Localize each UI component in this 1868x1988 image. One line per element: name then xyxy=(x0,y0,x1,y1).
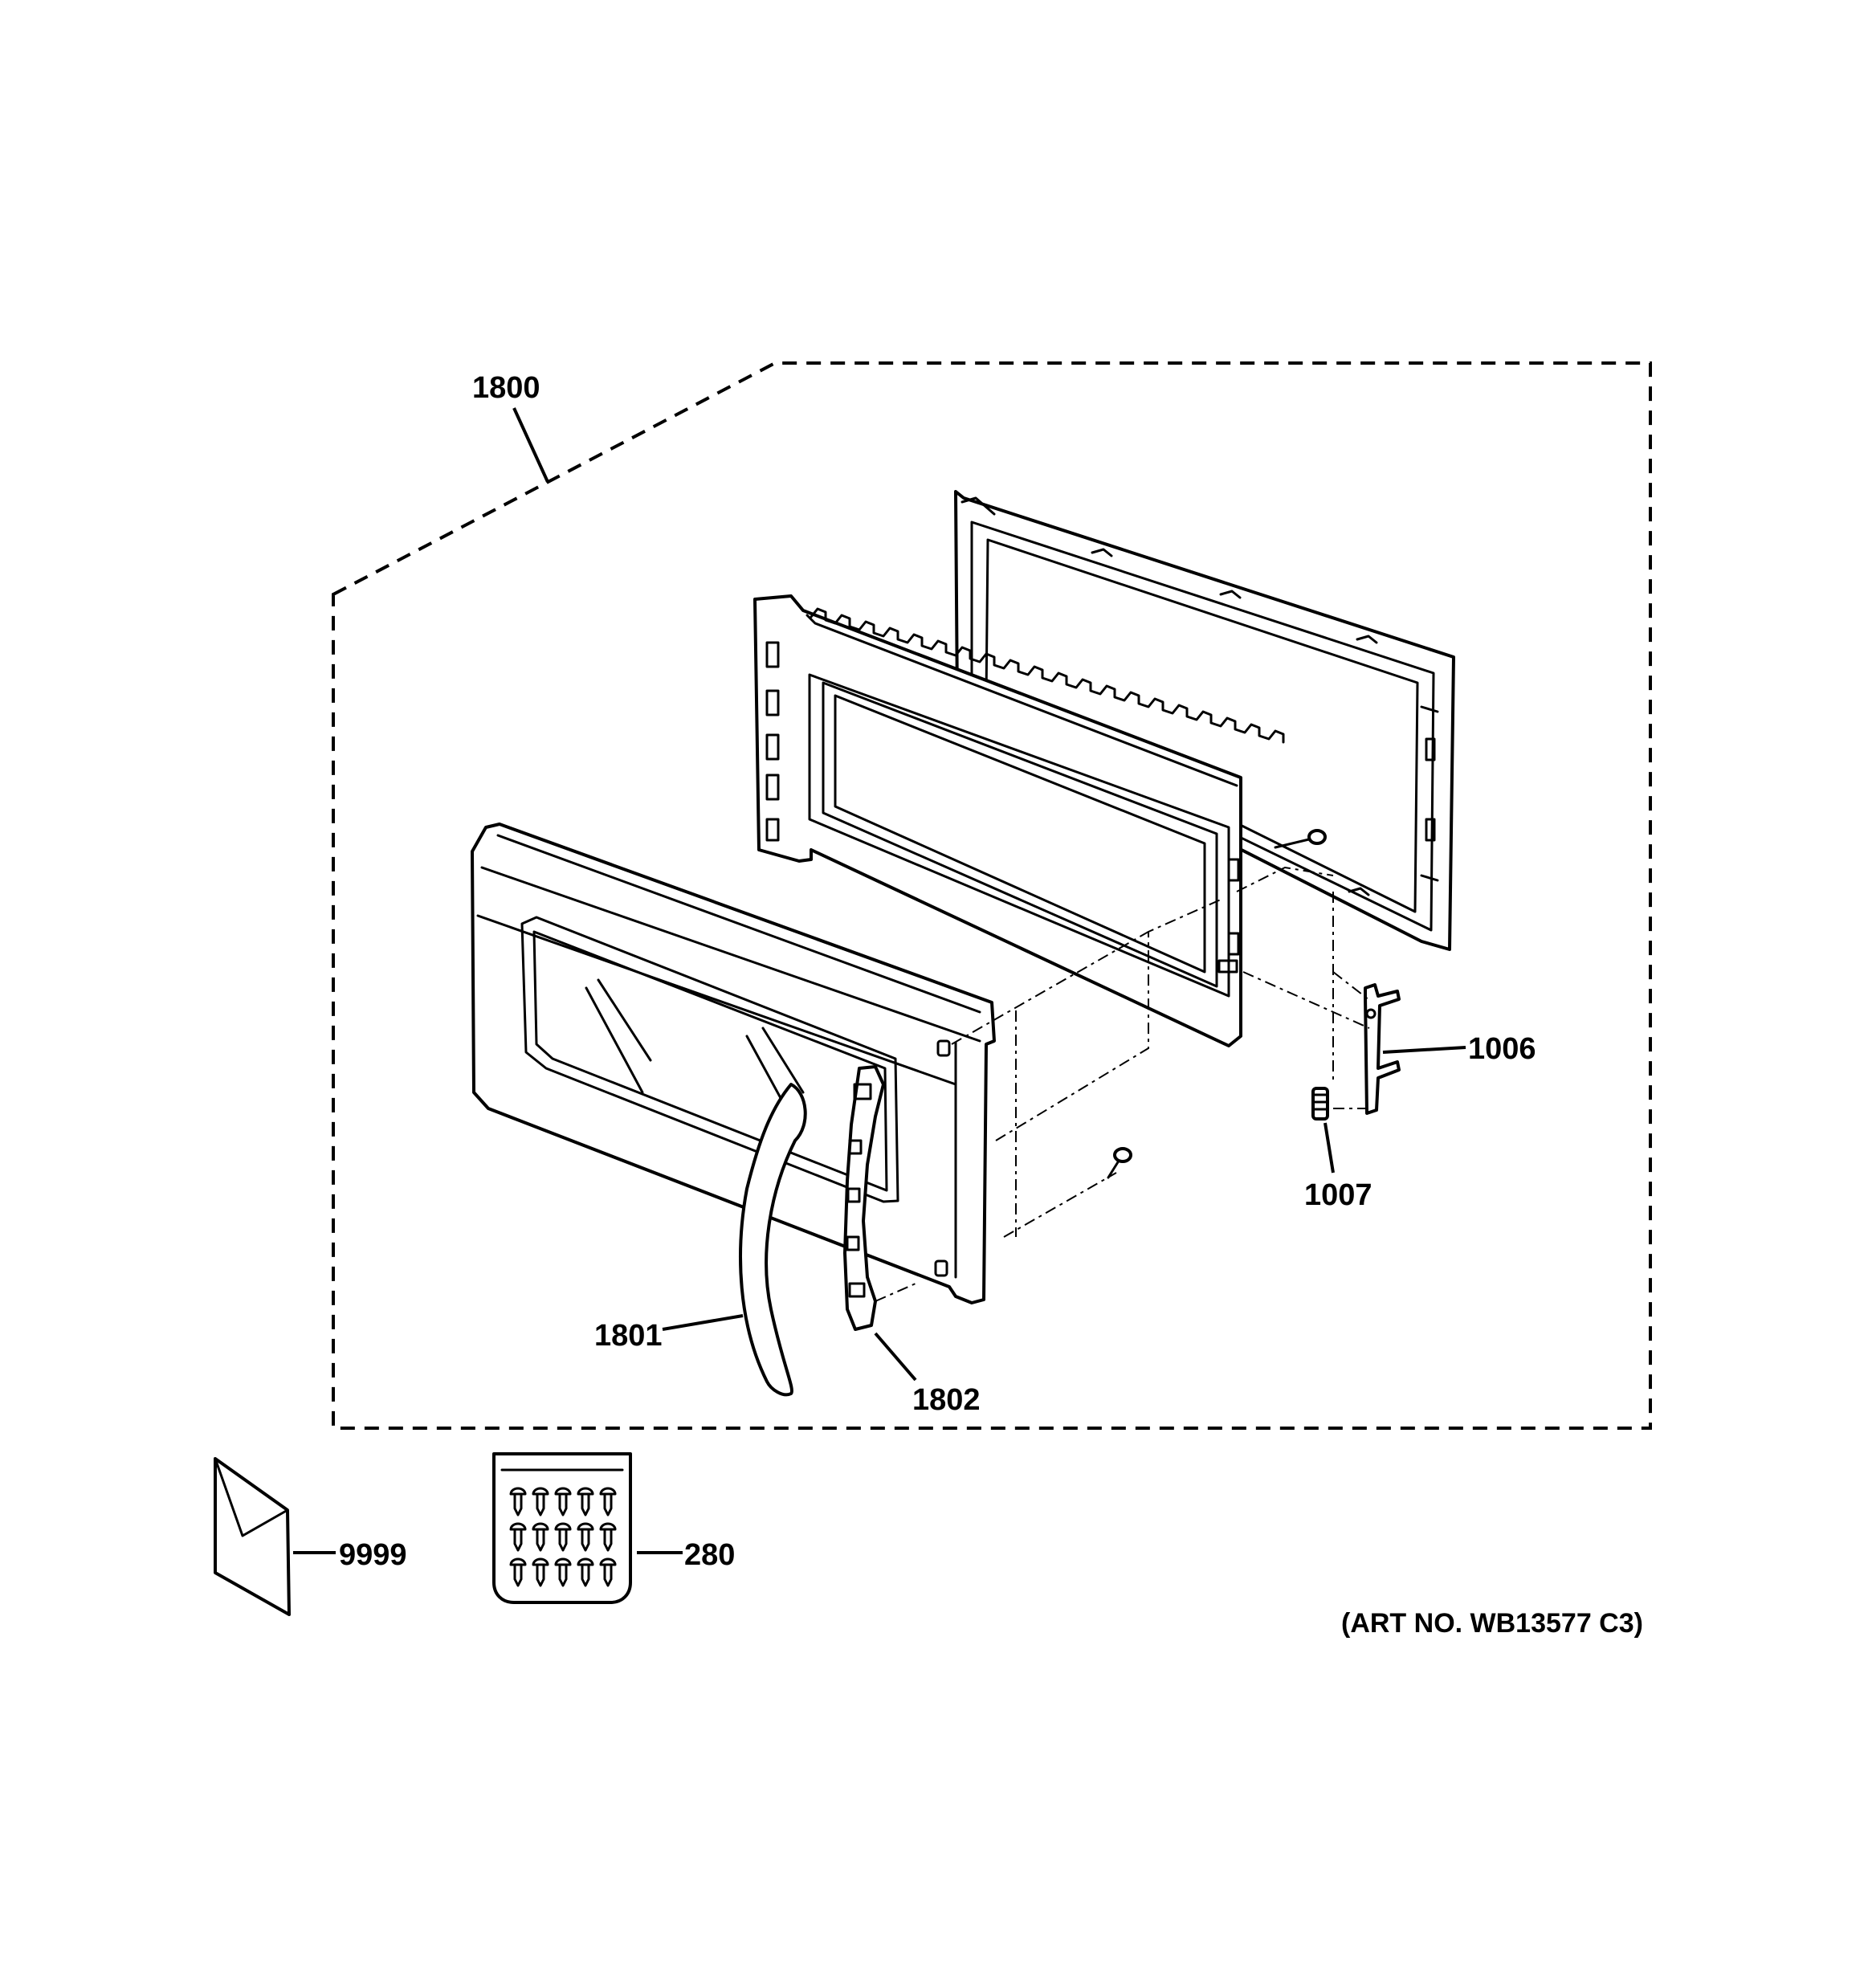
screw-icon xyxy=(599,1487,617,1517)
label-280: 280 xyxy=(684,1538,735,1572)
screw-icon xyxy=(577,1522,594,1552)
screw-icon xyxy=(554,1487,572,1517)
screw-icon xyxy=(599,1557,617,1587)
leader-1801 xyxy=(662,1314,744,1331)
screw-icon xyxy=(577,1557,594,1587)
mounting-screw-top xyxy=(1274,829,1327,849)
leader-1800 xyxy=(512,407,549,483)
label-1801: 1801 xyxy=(594,1319,663,1353)
mounting-screw-bottom xyxy=(1107,1147,1132,1179)
screw-kit-bag xyxy=(492,1452,632,1604)
door-handle xyxy=(739,1083,807,1397)
screw-icon xyxy=(532,1487,549,1517)
label-9999: 9999 xyxy=(339,1538,407,1572)
label-1007: 1007 xyxy=(1304,1178,1372,1212)
latch-spring xyxy=(1311,1087,1329,1121)
screw-icon xyxy=(554,1557,572,1587)
screw-icon xyxy=(509,1487,527,1517)
art-number: (ART NO. WB13577 C3) xyxy=(1341,1608,1643,1639)
label-1006: 1006 xyxy=(1468,1032,1536,1066)
assembly-boundary xyxy=(332,361,1652,1430)
screw-icon xyxy=(532,1522,549,1552)
screw-icon xyxy=(577,1487,594,1517)
leader-1802 xyxy=(874,1332,917,1382)
leader-1006 xyxy=(1382,1046,1466,1054)
leader-1007 xyxy=(1324,1122,1335,1174)
door-inner-frame xyxy=(753,594,1285,1047)
screw-icon xyxy=(532,1557,549,1587)
label-1800: 1800 xyxy=(472,371,540,405)
assembly-guide-lines xyxy=(875,866,1370,1302)
screw-icon xyxy=(509,1557,527,1587)
screw-icon xyxy=(599,1522,617,1552)
latch-hook xyxy=(1364,983,1401,1115)
label-1802: 1802 xyxy=(912,1383,981,1417)
literature-envelope xyxy=(214,1457,291,1616)
screw-icon xyxy=(509,1522,527,1552)
screw-kit-screws xyxy=(509,1487,617,1587)
screw-icon xyxy=(554,1522,572,1552)
